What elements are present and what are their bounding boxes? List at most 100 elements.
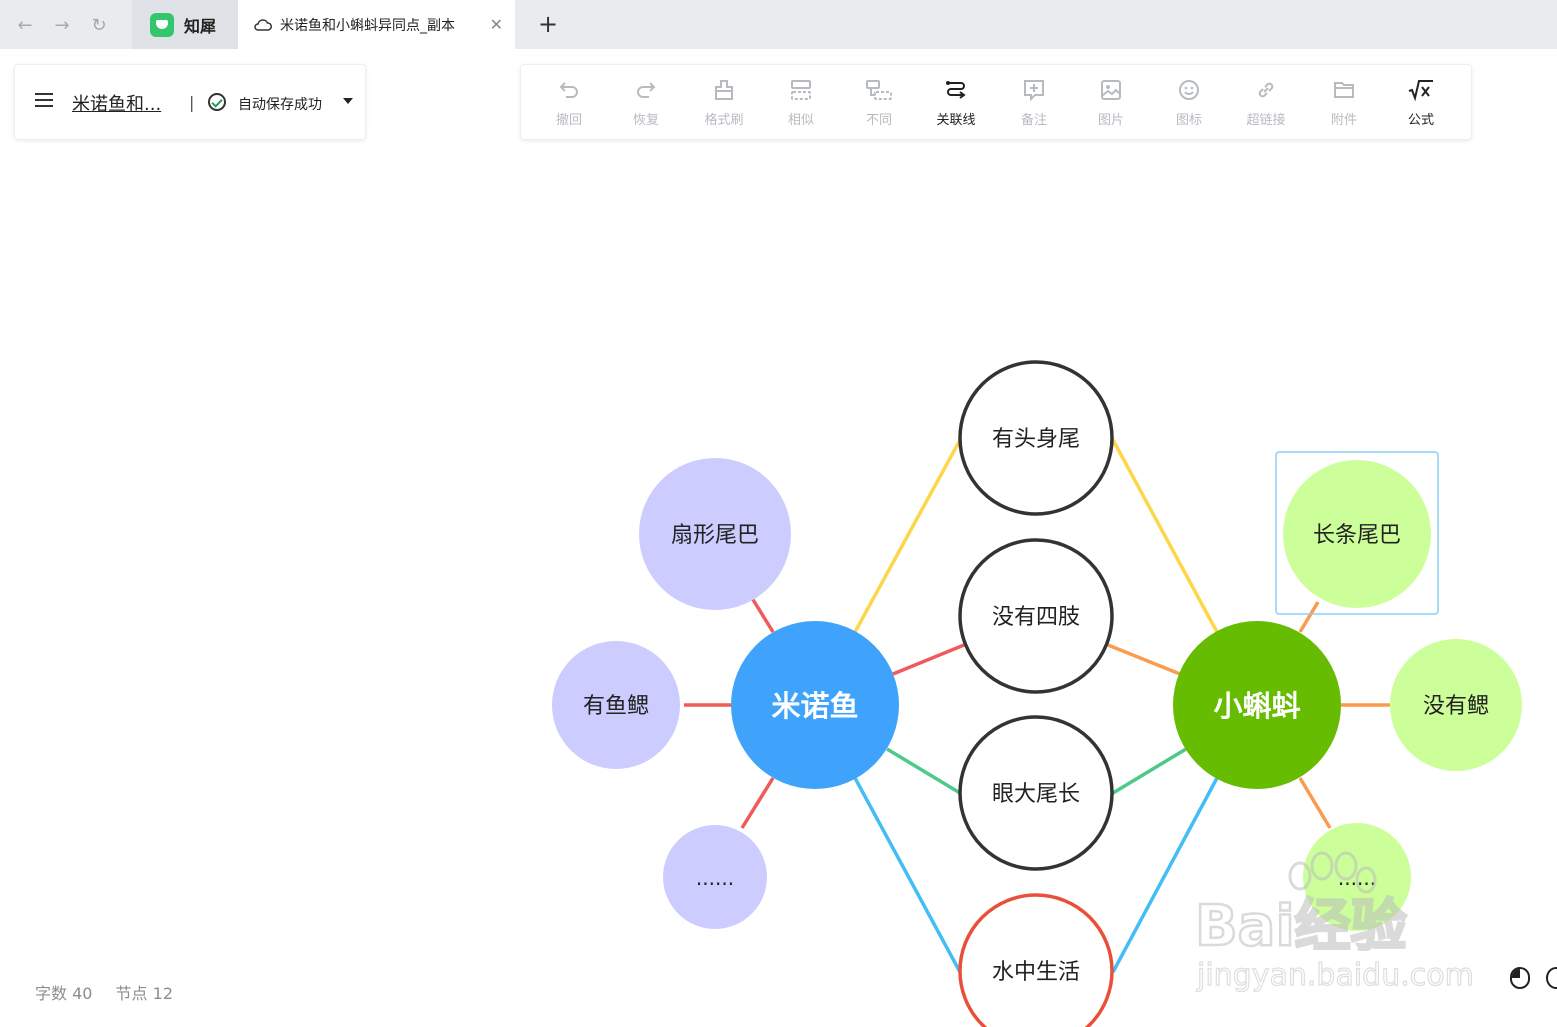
connectors: [684, 439, 1390, 973]
separator: |: [189, 93, 195, 112]
document-tab[interactable]: 米诺鱼和小蝌蚪异同点_副本 ✕: [238, 0, 515, 49]
undo-label: 撤回: [555, 113, 582, 128]
shared-text-3: 眼大尾长: [992, 782, 1080, 807]
shared-text-4: 水中生活: [992, 960, 1080, 985]
left-leaf-text-3: ......: [696, 866, 734, 890]
toolbar: 撤回 恢复 格式刷 相似 不同 关联线 备注 图片 图标 超链接 附件: [520, 64, 1472, 140]
watermark-brand: Bai经验: [1195, 894, 1407, 959]
link-icon: [1258, 82, 1274, 98]
right-leaf-circle-2: [1390, 639, 1522, 771]
left-leaf-node-3[interactable]: ......: [663, 825, 767, 929]
close-tab-icon[interactable]: ✕: [489, 15, 503, 34]
document-name[interactable]: 米诺鱼和...: [72, 94, 162, 115]
similar-label: 相似: [787, 113, 814, 128]
link-button[interactable]: 超链接: [1236, 75, 1296, 131]
zoom-control-icon[interactable]: [1546, 967, 1557, 989]
emoji-label: 图标: [1175, 113, 1202, 128]
right-leaf-text-1: 长条尾巴: [1313, 523, 1401, 548]
connector-left-shared-4: [853, 777, 962, 973]
status-footer: 字数 40 节点 12: [35, 980, 191, 1004]
left-center-node[interactable]: 米诺鱼: [731, 621, 899, 789]
similar-icon: [791, 80, 811, 100]
right-leaf-text-2: 没有鳃: [1423, 694, 1489, 719]
different-button[interactable]: 不同: [849, 75, 909, 131]
new-tab-icon[interactable]: +: [538, 10, 559, 38]
shared-circle-1: [958, 360, 1114, 516]
shared-node-3[interactable]: 眼大尾长: [958, 715, 1114, 871]
back-icon[interactable]: ←: [17, 14, 33, 36]
relation-line-icon: [946, 81, 966, 99]
shared-text-1: 有头身尾: [992, 427, 1080, 452]
undo-icon: [559, 82, 578, 98]
left-center-text: 米诺鱼: [771, 689, 858, 723]
left-leaf-node-2[interactable]: 有鱼鳃: [552, 641, 680, 769]
format-brush-icon: [715, 80, 733, 100]
left-leaf-circle-3: [663, 825, 767, 929]
node-count: 节点 12: [115, 984, 173, 1003]
formula-icon: [1408, 80, 1433, 102]
right-leaf-circle-1: [1283, 460, 1431, 608]
formula-label: 公式: [1407, 113, 1434, 128]
relation-line-label: 关联线: [936, 113, 976, 128]
right-center-text: 小蝌蚪: [1213, 689, 1300, 723]
watermark: Bai经验 jingyan.baidu.com: [1194, 851, 1474, 994]
cloud-icon: [254, 18, 272, 31]
formula-button[interactable]: 公式: [1391, 75, 1451, 131]
note-button[interactable]: 备注: [1004, 75, 1064, 131]
right-leaf-node-1[interactable]: 长条尾巴: [1283, 460, 1431, 608]
folder-icon: [1334, 82, 1354, 98]
right-leaf-node-2[interactable]: 没有鳃: [1390, 639, 1522, 771]
note-label: 备注: [1020, 113, 1047, 128]
paw-toe-1: [1288, 861, 1312, 891]
shared-text-2: 没有四肢: [992, 605, 1080, 630]
relation-line-button[interactable]: 关联线: [926, 75, 986, 131]
menu-icon[interactable]: [35, 93, 53, 107]
redo-icon: [637, 82, 656, 98]
attachment-button[interactable]: 附件: [1314, 75, 1374, 131]
save-status[interactable]: 自动保存成功: [238, 97, 322, 113]
right-center-node[interactable]: 小蝌蚪: [1173, 621, 1341, 789]
connector-right-shared-2: [1107, 643, 1181, 676]
connector-left-shared-3: [886, 747, 961, 795]
similar-button[interactable]: 相似: [771, 75, 831, 131]
app-logo-icon: [150, 12, 174, 37]
app-tab-label: 知犀: [184, 16, 217, 36]
redo-button[interactable]: 恢复: [616, 75, 676, 131]
emoji-icon: [1179, 80, 1199, 100]
left-leaf-circle-2: [552, 641, 680, 769]
shared-node-4[interactable]: 水中生活: [958, 893, 1114, 1027]
connector-left-shared-2: [892, 643, 965, 676]
shared-node-1[interactable]: 有头身尾: [958, 360, 1114, 516]
connector-right-shared-1: [1111, 439, 1219, 633]
paw-toe-2: [1310, 851, 1334, 881]
chevron-down-icon[interactable]: [343, 98, 353, 104]
connector-left-leaf-1: [750, 597, 775, 633]
attachment-label: 附件: [1330, 113, 1357, 128]
emoji-button[interactable]: 图标: [1159, 75, 1219, 131]
format-brush-button[interactable]: 格式刷: [694, 75, 754, 131]
different-label: 不同: [865, 113, 892, 128]
left-leaf-circle-1: [639, 458, 791, 610]
connector-right-shared-4: [1111, 777, 1219, 973]
mouse-mode-icon[interactable]: [1510, 967, 1530, 989]
right-center-circle: [1173, 621, 1341, 789]
refresh-icon[interactable]: ↻: [91, 14, 107, 36]
shared-circle-3: [958, 715, 1114, 871]
selection-box: [1275, 451, 1439, 615]
shared-node-2[interactable]: 没有四肢: [958, 538, 1114, 694]
undo-button[interactable]: 撤回: [539, 75, 599, 131]
word-count: 字数 40: [35, 984, 93, 1003]
shared-circle-2: [958, 538, 1114, 694]
app-tab[interactable]: 知犀: [132, 0, 238, 49]
image-label: 图片: [1097, 113, 1124, 128]
left-leaf-node-1[interactable]: 扇形尾巴: [639, 458, 791, 610]
image-button[interactable]: 图片: [1081, 75, 1141, 131]
left-center-circle: [731, 621, 899, 789]
different-icon: [866, 80, 892, 100]
paw-toe-4: [1355, 866, 1377, 894]
connector-right-leaf-1: [1298, 601, 1320, 633]
link-label: 超链接: [1246, 113, 1286, 128]
forward-icon[interactable]: →: [54, 14, 70, 36]
connector-right-shared-3: [1112, 747, 1187, 795]
